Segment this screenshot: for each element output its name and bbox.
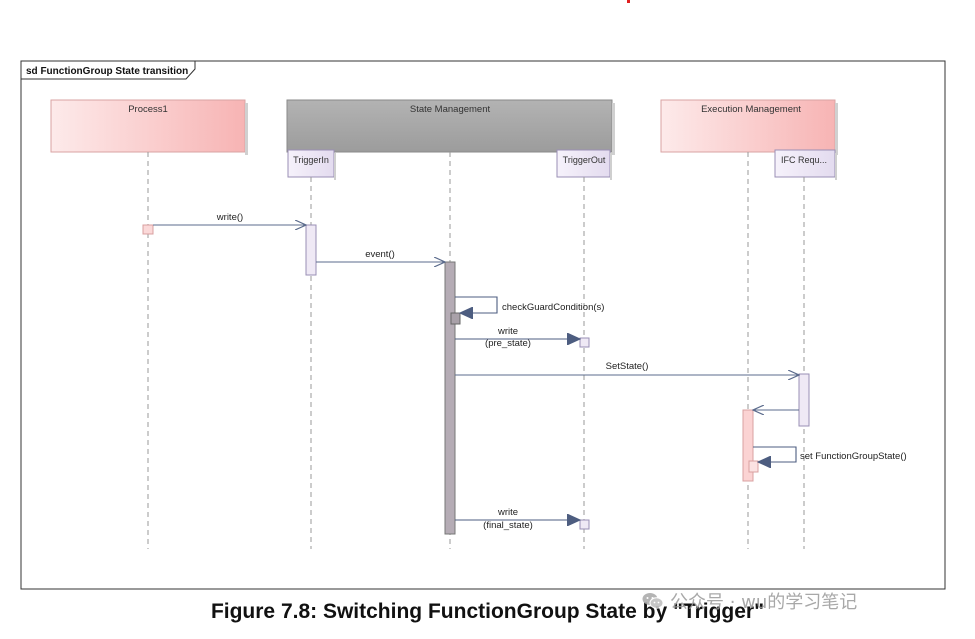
watermark-text: 公众号 · wu的学习笔记 <box>670 592 858 613</box>
process1-label: Process1 <box>128 104 168 115</box>
write-pre-state-label-2: (pre_state) <box>485 338 531 349</box>
trigger-in-label: TriggerIn <box>293 155 329 165</box>
check-guard-label: checkGuardCondition(s) <box>502 302 604 313</box>
trigger-out-label: TriggerOut <box>563 155 606 165</box>
state-management-head-shadow <box>612 103 615 155</box>
frame-title-tab <box>20 60 196 80</box>
wechat-icon <box>642 592 664 610</box>
trigger-out-pre-activation <box>579 337 590 348</box>
red-dot-mark <box>627 0 630 3</box>
ifc-request-port-shadow <box>835 153 837 180</box>
state-management-label: State Management <box>410 104 491 115</box>
write-final-state-label-1: write <box>497 507 518 518</box>
execution-management-activation <box>742 409 754 482</box>
trigger-in-port-shadow <box>334 153 336 180</box>
figure-caption: Figure 7.8: Switching FunctionGroup Stat… <box>210 600 765 623</box>
state-management-activation <box>444 261 456 535</box>
execution-management-label: Execution Management <box>701 104 801 115</box>
ifc-request-activation <box>798 373 810 427</box>
state-management-head <box>286 99 613 153</box>
execution-management-head-shadow <box>835 103 838 155</box>
trigger-out-port-shadow <box>610 153 612 180</box>
set-fg-state-label: set FunctionGroupState() <box>800 451 907 462</box>
check-guard-activation <box>450 312 461 325</box>
trigger-out-final-activation <box>579 519 590 530</box>
write-message-label: write() <box>216 212 243 223</box>
write-pre-state-label-1: write <box>497 326 518 337</box>
frame-title: sd FunctionGroup State transition <box>26 66 188 77</box>
check-guard-self-arrow <box>455 296 498 313</box>
write-final-state-label-2: (final_state) <box>483 520 533 531</box>
process1-lifeline-head <box>50 99 246 153</box>
set-state-message-label: SetState() <box>606 361 649 372</box>
process1-head-shadow <box>245 103 248 155</box>
event-message-label: event() <box>365 249 395 260</box>
trigger-in-activation <box>305 224 317 276</box>
set-fg-state-self-arrow <box>753 446 797 462</box>
watermark: 公众号 · wu的学习笔记 <box>642 588 952 614</box>
process1-activation <box>142 224 154 235</box>
set-fg-state-activation <box>748 460 759 473</box>
ifc-request-label: IFC Requ... <box>781 155 827 165</box>
